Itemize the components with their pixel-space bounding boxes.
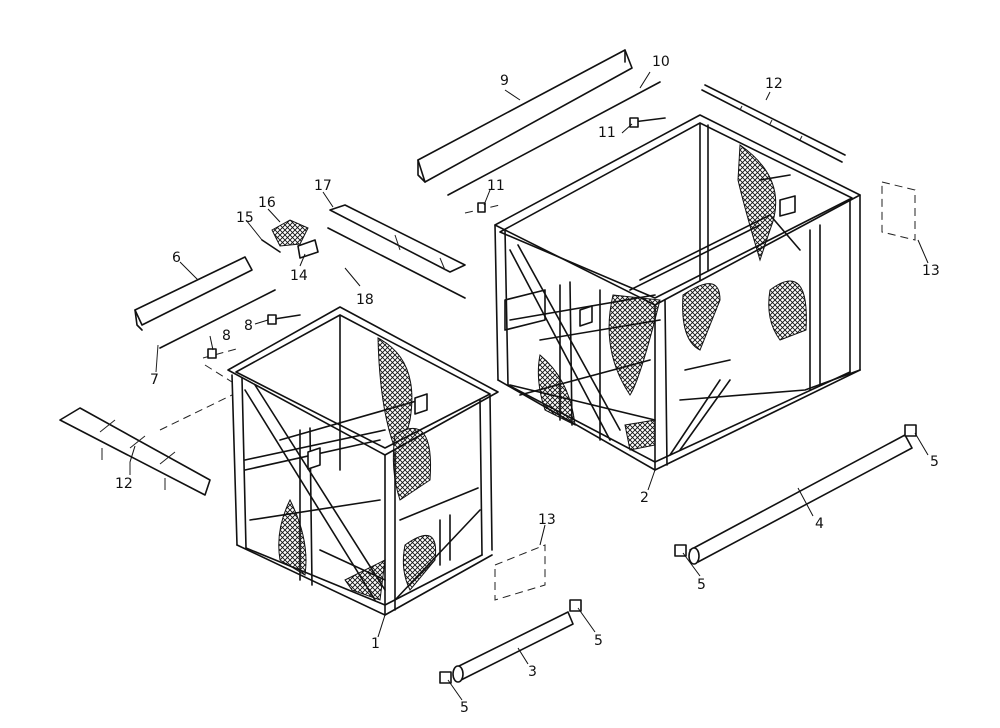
callout-12b: 12 — [115, 476, 133, 492]
callout-7: 7 — [150, 372, 159, 388]
callout-labels: 1 2 3 4 5 5 5 5 6 7 8 8 9 10 11 11 12 12… — [115, 54, 940, 716]
part-10-bar — [447, 81, 661, 196]
cabinet-frame-2 — [494, 114, 861, 471]
callout-5d: 5 — [460, 700, 469, 716]
part-15-pin — [261, 239, 281, 253]
callout-8b: 8 — [222, 328, 231, 344]
part-12-angle-right — [701, 84, 846, 163]
part-14-bracket — [297, 239, 319, 259]
callout-17: 17 — [314, 178, 332, 194]
part-4-bar — [688, 434, 913, 565]
callout-8a: 8 — [244, 318, 253, 334]
callout-3: 3 — [528, 664, 537, 680]
callout-2: 2 — [640, 490, 649, 506]
part-13-panel-left — [494, 544, 546, 601]
part-11-bolt-upper — [629, 117, 666, 128]
part-11-bolt-lower — [464, 202, 501, 214]
part-5-cap-a — [904, 424, 917, 437]
part-12-angle-left — [59, 407, 211, 496]
part-8-bolt-lower — [202, 347, 241, 359]
assembly-line-top — [204, 364, 233, 383]
callout-18: 18 — [356, 292, 374, 308]
callout-10: 10 — [652, 54, 670, 70]
callout-6: 6 — [172, 250, 181, 266]
callout-14: 14 — [290, 268, 308, 284]
callout-11a: 11 — [598, 125, 616, 141]
part-9-channel — [417, 49, 633, 183]
callout-5c: 5 — [594, 633, 603, 649]
callout-4: 4 — [815, 516, 824, 532]
callout-15: 15 — [236, 210, 254, 226]
part-5-cap-d — [439, 671, 452, 684]
part-17-angle — [329, 204, 466, 273]
callout-1: 1 — [371, 636, 380, 652]
callout-12a: 12 — [765, 76, 783, 92]
callout-9: 9 — [500, 73, 509, 89]
part-7-rod — [159, 289, 276, 349]
part-8-bolt-upper — [267, 314, 301, 325]
cabinet-frame-1 — [227, 306, 499, 616]
part-16-mesh-plate — [271, 219, 309, 247]
callout-16: 16 — [258, 195, 276, 211]
callout-13a: 13 — [922, 263, 940, 279]
part-5-cap-b — [674, 544, 687, 557]
part-13-panel-right — [881, 181, 916, 241]
callout-5b: 5 — [697, 577, 706, 593]
part-3-bar — [452, 611, 574, 683]
callout-11b: 11 — [487, 178, 505, 194]
callout-13b: 13 — [538, 512, 556, 528]
assembly-line-left — [159, 394, 233, 431]
part-18-rod — [327, 227, 466, 299]
part-6-channel — [134, 256, 253, 331]
part-5-cap-c — [569, 599, 582, 612]
leader-lines — [129, 71, 929, 701]
callout-5a: 5 — [930, 454, 939, 470]
